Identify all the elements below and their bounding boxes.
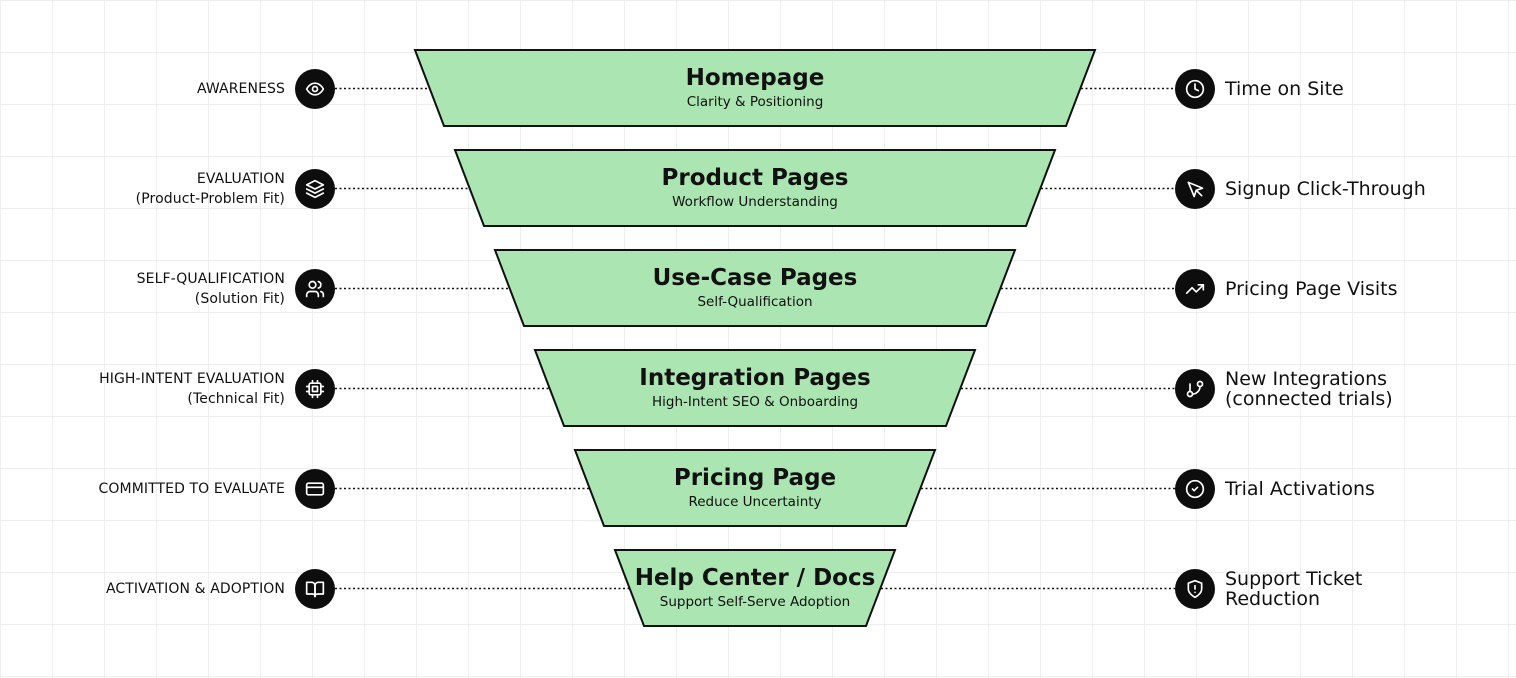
layers-icon xyxy=(295,168,335,209)
stage-label-line: ACTIVATION & ADOPTION xyxy=(105,580,285,597)
stage-label: COMMITTED TO EVALUATE xyxy=(99,449,285,529)
metric-label-line: Trial Activations xyxy=(1225,477,1375,500)
cpu-icon xyxy=(295,368,335,409)
funnel-row: HIGH-INTENT EVALUATION (Technical Fit) Int… xyxy=(0,349,1516,429)
funnel-row: SELF-QUALIFICATION (Solution Fit) Use-Case… xyxy=(0,249,1516,329)
metric-label-line: Pricing Page Visits xyxy=(1225,277,1398,300)
funnel-stage-subtitle: High-Intent SEO & Onboarding xyxy=(651,393,859,410)
stage-label-line: (Technical Fit) xyxy=(187,390,285,407)
funnel-stage-subtitle: Workflow Understanding xyxy=(672,193,838,210)
metric-label-line: Signup Click-Through xyxy=(1225,177,1426,200)
metric-label: New Integrations(connected trials) xyxy=(1225,349,1505,429)
funnel-stage-title: Product Pages xyxy=(661,164,849,191)
funnel-stage-pricing-page xyxy=(573,449,937,527)
stage-label: HIGH-INTENT EVALUATION (Technical Fit) xyxy=(99,349,285,429)
funnel-stage-homepage xyxy=(413,49,1097,127)
metric-label-line: New Integrations xyxy=(1225,367,1388,390)
trending-up-icon xyxy=(1175,268,1215,309)
stage-label: AWARENESS xyxy=(197,49,285,129)
funnel-stage-title: Pricing Page xyxy=(673,464,837,491)
stage-label-line: EVALUATION xyxy=(196,170,285,187)
stage-label: EVALUATION (Product-Problem Fit) xyxy=(136,149,285,229)
funnel-stage-subtitle: Support Self-Serve Adoption xyxy=(659,593,851,610)
funnel-stage-title: Use-Case Pages xyxy=(652,264,858,291)
users-icon xyxy=(295,268,335,309)
stage-label-line: HIGH-INTENT EVALUATION xyxy=(99,370,285,387)
funnel-stage-integration-pages xyxy=(533,349,977,427)
metric-label: Pricing Page Visits xyxy=(1225,249,1505,329)
stage-label: ACTIVATION & ADOPTION xyxy=(106,549,285,629)
metric-label: Signup Click-Through xyxy=(1225,149,1505,229)
metric-label-line: Support Ticket xyxy=(1225,567,1363,590)
funnel-stage-help-center-docs xyxy=(613,549,897,627)
git-branch-icon xyxy=(1175,368,1215,409)
funnel-stage-subtitle: Self-Qualification xyxy=(697,293,813,310)
credit-card-icon xyxy=(295,468,335,509)
stage-label-line: COMMITTED TO EVALUATE xyxy=(98,480,285,497)
funnel-stage-title: Help Center / Docs xyxy=(634,564,876,591)
metric-label-line: Reduction xyxy=(1225,587,1320,610)
funnel-stage-subtitle: Clarity & Positioning xyxy=(686,93,824,110)
stage-label-line: SELF-QUALIFICATION xyxy=(136,270,285,287)
funnel-row: EVALUATION (Product-Problem Fit) Product P… xyxy=(0,149,1516,229)
shield-alert-icon xyxy=(1175,568,1215,609)
metric-label: Trial Activations xyxy=(1225,449,1505,529)
funnel-stage-subtitle: Reduce Uncertainty xyxy=(688,493,822,510)
cursor-icon xyxy=(1175,168,1215,209)
funnel-stage-title: Homepage xyxy=(685,64,825,91)
eye-icon xyxy=(295,68,335,109)
check-circle-icon xyxy=(1175,468,1215,509)
metric-label: Time on Site xyxy=(1225,49,1505,129)
stage-label: SELF-QUALIFICATION (Solution Fit) xyxy=(137,249,285,329)
clock-icon xyxy=(1175,68,1215,109)
metric-label-line: (connected trials) xyxy=(1225,387,1393,410)
funnel-stage-product-pages xyxy=(453,149,1057,227)
stage-label-line: AWARENESS xyxy=(196,80,285,97)
funnel-stage-title: Integration Pages xyxy=(639,364,871,391)
metric-label-line: Time on Site xyxy=(1225,77,1344,100)
stage-label-line: (Product-Problem Fit) xyxy=(135,190,285,207)
funnel-stage-use-case-pages xyxy=(493,249,1017,327)
book-open-icon xyxy=(295,568,335,609)
stage-label-line: (Solution Fit) xyxy=(194,290,285,307)
